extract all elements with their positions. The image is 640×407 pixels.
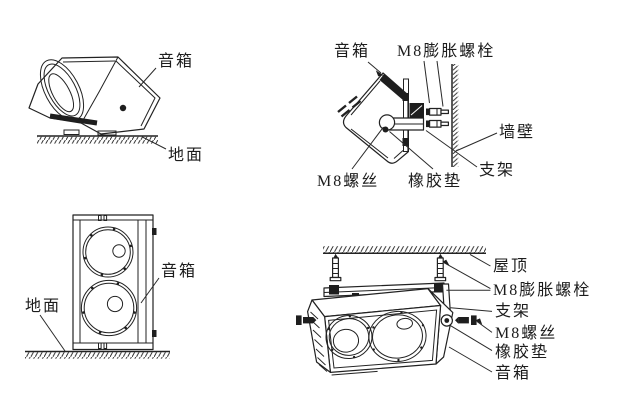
label-rubber-pad: 橡胶垫	[495, 343, 549, 361]
speaker-leader-line	[138, 67, 157, 88]
label-ground: 地面	[168, 146, 204, 164]
m8-pivot-screw	[378, 114, 396, 133]
label-expansion-bolt: M8膨胀螺栓	[493, 281, 591, 299]
lower-driver	[80, 279, 138, 337]
ground-leader-line	[39, 314, 66, 352]
hanging-expansion-bolts	[329, 253, 447, 282]
roof-leader-line	[469, 253, 491, 267]
label-speaker: 音箱	[495, 364, 531, 382]
label-speaker: 音箱	[158, 52, 194, 70]
ground	[37, 135, 158, 144]
label-roof: 屋顶	[493, 257, 529, 275]
speaker-leader-line	[140, 277, 160, 304]
roof	[323, 246, 486, 254]
m8-expansion-bolts	[426, 107, 450, 128]
diagram-floor-upright: 音箱 地面	[25, 214, 197, 359]
arrowhead	[442, 259, 450, 266]
right-driver	[368, 310, 427, 363]
label-ground: 地面	[25, 297, 61, 315]
label-wall: 墙壁	[499, 122, 535, 141]
handle-slots	[337, 95, 362, 118]
label-speaker: 音箱	[161, 262, 197, 280]
speaker-leader-line	[448, 346, 493, 373]
diagram-floor-wedge: 音箱 地面	[28, 52, 204, 164]
label-expansion-bolt: M8膨胀螺栓	[397, 42, 495, 60]
ground	[25, 350, 170, 359]
rubber-pad-leader-line	[389, 131, 434, 170]
diagram-wall-mount: 音箱 M8膨胀螺栓 墙壁 支架 M8螺丝 橡胶垫	[317, 42, 535, 190]
upper-driver	[82, 226, 134, 278]
bracket-leader-line	[425, 130, 478, 168]
arrowhead	[475, 318, 483, 325]
label-rubber-pad: 橡胶垫	[408, 172, 462, 190]
screw-leader-line	[475, 318, 493, 333]
side-m8-screw-left	[296, 315, 317, 325]
rubber-pad-leader-line	[450, 325, 493, 352]
arrowhead	[375, 70, 384, 77]
wedge-speaker-body	[28, 56, 161, 136]
wall-leader-line	[455, 132, 498, 152]
label-speaker: 音箱	[334, 42, 370, 60]
upright-speaker-body	[72, 214, 157, 351]
side-m8-screw-right	[455, 315, 477, 325]
m8-pivot-screw	[440, 314, 453, 327]
rubber-pad-dot	[382, 126, 389, 133]
diagram-ceiling-mount: 屋顶 M8膨胀螺栓 支架 M8螺丝 橡胶垫 音箱	[296, 246, 591, 382]
left-driver	[325, 314, 373, 360]
label-screw: M8螺丝	[317, 172, 379, 190]
speaker-leader-line	[367, 61, 382, 74]
label-bracket: 支架	[479, 161, 515, 179]
bracket-leader-line	[450, 307, 493, 312]
rubber-pad-dot	[444, 318, 450, 323]
ground-leader-line	[141, 136, 167, 150]
screw-leader-line	[351, 126, 384, 170]
wall-speaker-body	[337, 72, 409, 164]
expansion-bolt-leader-lines	[442, 259, 491, 291]
wall	[451, 64, 459, 167]
label-bracket: 支架	[495, 302, 531, 320]
woofer-driver	[39, 59, 85, 121]
ceiling-speaker-body	[307, 288, 454, 376]
expansion-bolt-leader-lines	[423, 60, 444, 107]
label-screw: M8螺丝	[495, 324, 557, 342]
port-dot	[119, 104, 127, 112]
